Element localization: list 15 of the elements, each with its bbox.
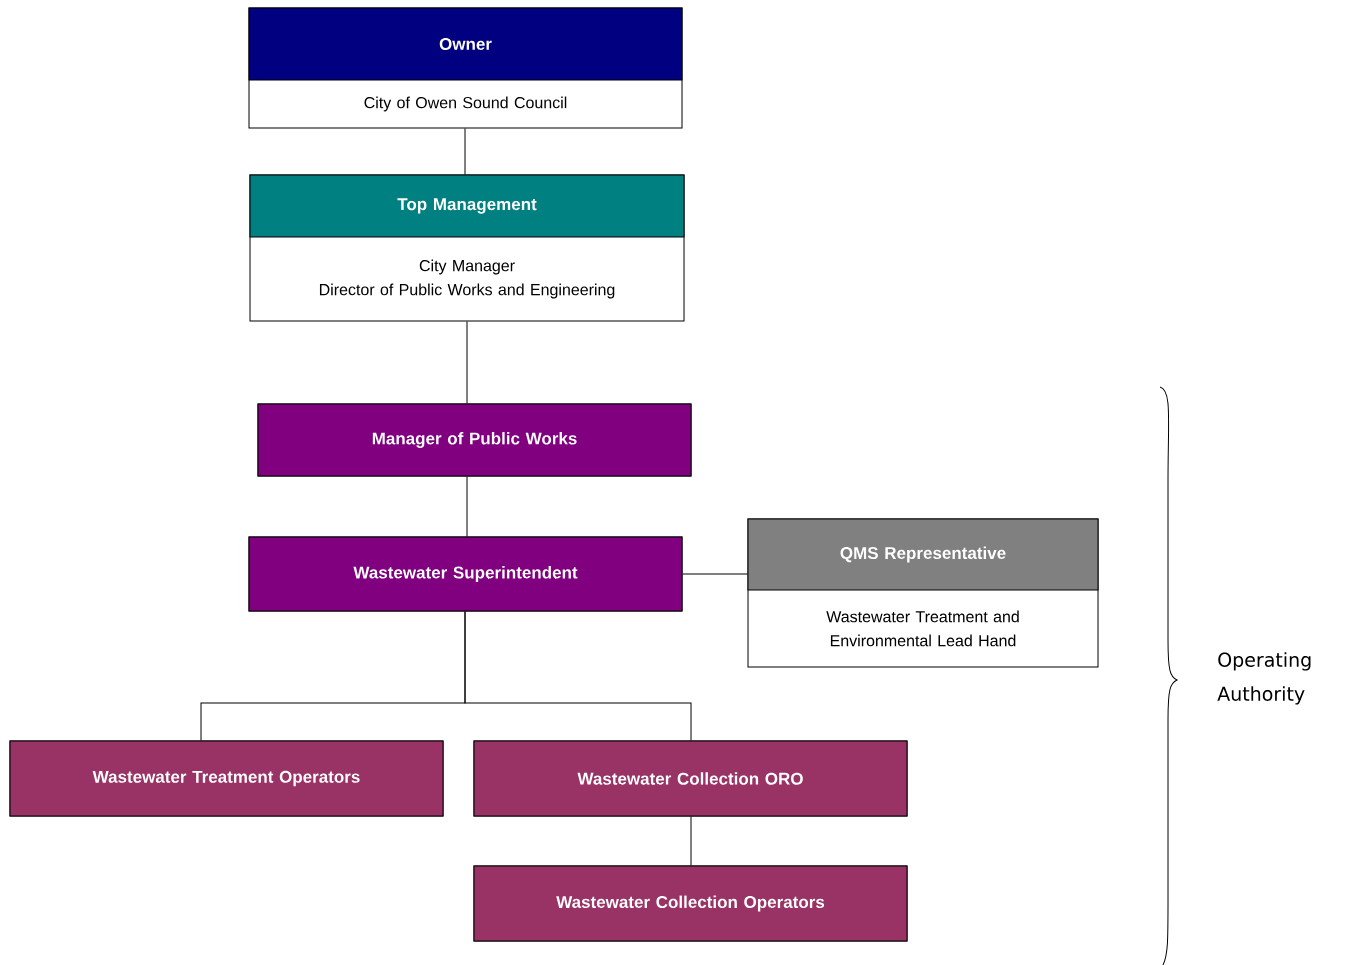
- org-box: QMS Representative Wastewater Treatment and Environmental Lead Hand: [747, 518, 1099, 668]
- connector-line: [466, 321, 468, 404]
- org-box: Wastewater Collection Operators: [473, 865, 908, 942]
- org-box: Manager of Public Works: [257, 403, 692, 477]
- org-box: Wastewater Treatment Operators: [9, 740, 444, 817]
- connector-line: [464, 128, 466, 175]
- connector-line: [464, 611, 692, 741]
- org-box: Owner City of Owen Sound Council: [248, 7, 683, 129]
- connector-line: [690, 816, 692, 866]
- org-box: Wastewater Superintendent: [248, 536, 683, 612]
- connector-line: [682, 573, 748, 575]
- org-box: Top Management City Manager Director of Public Works and Engineering: [249, 174, 685, 322]
- connector-line: [466, 476, 468, 537]
- annotation-text: Operating Authority: [1217, 652, 1311, 705]
- org-box: Wastewater Collection ORO: [473, 740, 908, 817]
